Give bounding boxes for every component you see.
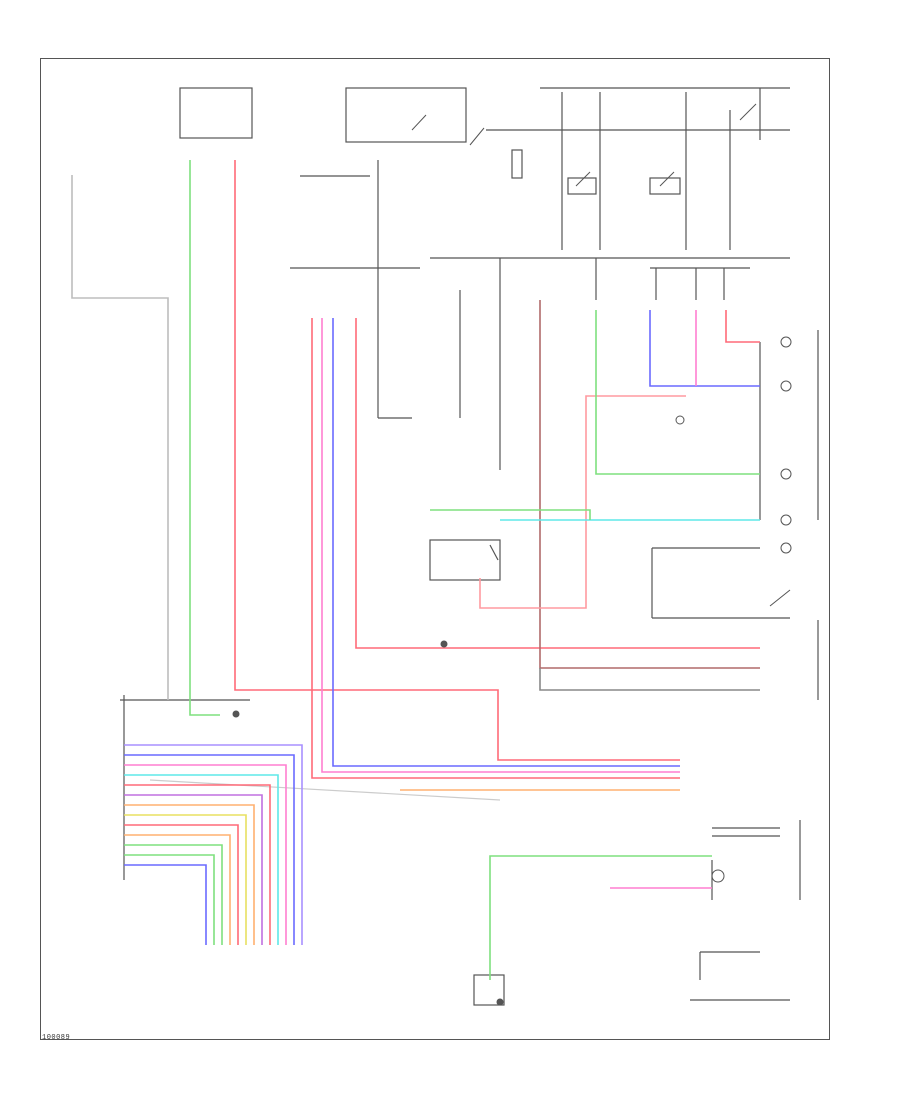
actuator-box xyxy=(429,539,501,581)
shield-line xyxy=(149,779,501,801)
harness-wire xyxy=(124,814,247,945)
harness-wire xyxy=(124,754,295,945)
relay-contact-1 xyxy=(575,171,591,187)
harness-wire xyxy=(124,844,223,945)
wire-green-feed xyxy=(430,509,591,520)
lamp-2-icon xyxy=(780,380,792,392)
switch-contact-3 xyxy=(739,103,757,121)
wire-red-horizontal xyxy=(355,318,760,649)
lamp-5-icon xyxy=(780,542,792,554)
harness-wire xyxy=(124,784,271,945)
fuse-box-outline xyxy=(179,87,253,139)
lamp-1-icon xyxy=(780,336,792,348)
switch-contact-1 xyxy=(469,127,485,146)
wire-group xyxy=(71,160,760,980)
wire-green-bottom xyxy=(489,855,712,980)
relay-coil-1 xyxy=(567,177,597,195)
ground-icon xyxy=(440,640,448,648)
wire-blue-lamp xyxy=(649,310,760,387)
splice-icon xyxy=(232,710,240,718)
harness-wire xyxy=(124,824,239,945)
resistor-1 xyxy=(511,149,523,179)
harness-wire xyxy=(124,804,255,945)
wire-red-loop xyxy=(479,395,686,609)
harness-wire xyxy=(124,774,279,945)
fuse-relay-block xyxy=(120,87,819,1006)
sensor-icon xyxy=(675,415,685,425)
component-symbols xyxy=(232,103,792,1006)
wire-pink-left xyxy=(321,318,680,773)
harness-wire xyxy=(124,864,207,945)
ground-icon-2 xyxy=(496,998,504,1006)
relay-box-outline xyxy=(345,87,467,143)
lamp-4-icon xyxy=(780,514,792,526)
relay-coil-2 xyxy=(649,177,681,195)
lamp-3-icon xyxy=(780,468,792,480)
harness-wire xyxy=(124,834,231,945)
diagram-frame xyxy=(40,58,830,1040)
buzzer-icon xyxy=(711,869,725,883)
harness-wire xyxy=(124,854,215,945)
wire-red-lamp xyxy=(725,310,760,343)
harness-wire xyxy=(124,764,287,945)
harness-bundle xyxy=(124,744,303,945)
actuator-switch xyxy=(489,544,499,561)
harness-wire xyxy=(124,744,303,945)
wire-brown-bottom xyxy=(539,668,760,691)
figure-id: 100089 xyxy=(42,1034,71,1042)
wire-green-lamp xyxy=(595,310,760,475)
relay-contact-2 xyxy=(659,171,675,187)
harness-wire xyxy=(124,794,263,945)
wire-red-left xyxy=(311,318,680,779)
sensor-box xyxy=(473,974,505,1006)
wire-gray-left xyxy=(71,175,169,700)
wire-blue-main xyxy=(332,318,680,767)
switch-contact-2 xyxy=(411,114,427,131)
wire-red-main xyxy=(234,160,680,761)
door-switch-contact xyxy=(769,589,791,607)
wire-green-main xyxy=(189,160,220,716)
